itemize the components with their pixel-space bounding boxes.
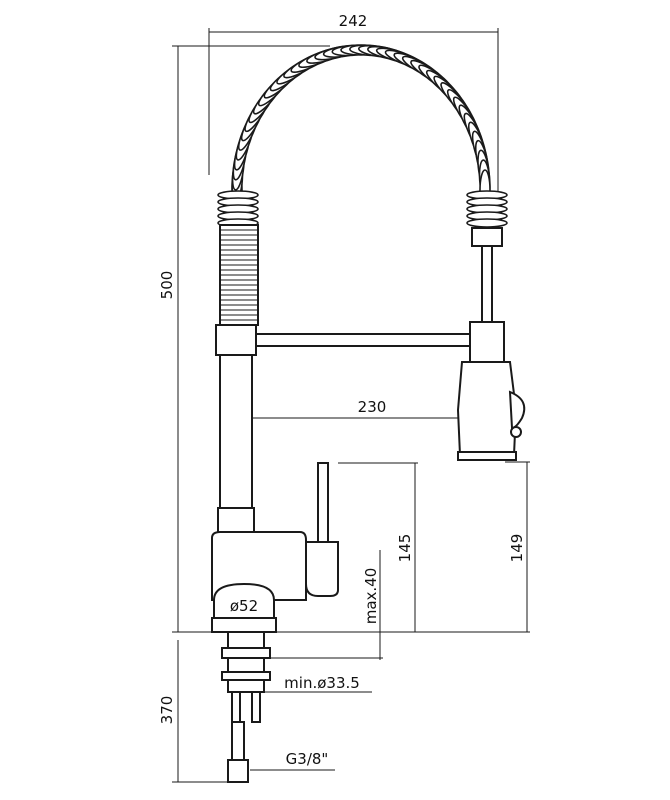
coil-ring bbox=[466, 218, 508, 228]
label-hole-diameter: min.ø33.5 bbox=[284, 674, 360, 692]
label-spray-height: 149 bbox=[508, 534, 526, 563]
label-spout-height: 145 bbox=[396, 534, 414, 563]
dimension-labels: 242 500 230 145 149 max.40 ø52 min.ø33.5… bbox=[158, 12, 526, 768]
spring-coil bbox=[217, 44, 508, 228]
label-spout-reach: 230 bbox=[358, 398, 387, 416]
corrugated-sleeve bbox=[220, 229, 258, 321]
label-hose-length: 370 bbox=[158, 696, 176, 725]
label-max-deck: max.40 bbox=[362, 568, 380, 625]
faucet-body bbox=[211, 224, 526, 783]
label-overall-width: 242 bbox=[339, 12, 368, 30]
label-overall-height: 500 bbox=[158, 271, 176, 300]
label-base-diameter: ø52 bbox=[230, 597, 258, 615]
label-connection: G3/8" bbox=[286, 750, 329, 768]
